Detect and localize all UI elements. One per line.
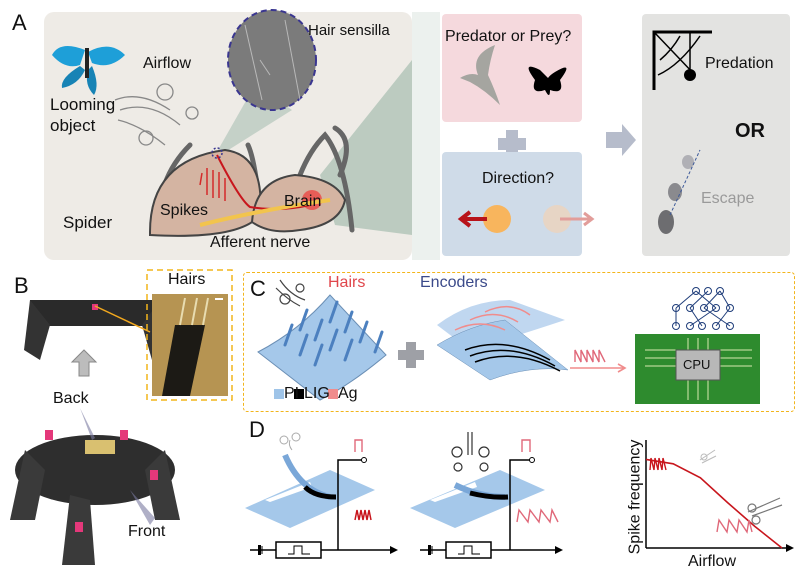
wind-icon-weak: [699, 449, 717, 464]
label-hair-sensilla: Hair sensilla: [308, 22, 390, 39]
wind-icon-strong: [747, 497, 783, 525]
label-looming: Looming: [50, 95, 116, 114]
label-hairs-inset: Hairs: [168, 271, 206, 288]
sparse-spikes-icon: [716, 518, 753, 534]
panel-letter-a: A: [12, 10, 27, 35]
dense-spikes-icon: [649, 457, 667, 471]
up-arrow-icon: [70, 349, 98, 377]
front-pointer: [130, 490, 155, 525]
plus-icon: [498, 130, 526, 158]
x-axis-arrow: [786, 544, 794, 552]
label-predation: Predation: [705, 55, 774, 72]
panel-c-dashed-box: [243, 272, 795, 412]
legend-label-ag: Ag: [338, 385, 358, 402]
faded-stimulus-icon: [543, 205, 571, 233]
ag-lines: [454, 306, 531, 331]
butterfly-silhouette-icon: [528, 66, 567, 95]
circuit-weak-airflow: [245, 432, 398, 559]
zoom-cone-right: [320, 60, 412, 235]
label-or: OR: [735, 120, 765, 142]
orange-stimulus-icon: [483, 205, 511, 233]
hair-array: [283, 300, 384, 367]
legend-swatch-lig: [294, 389, 304, 399]
label-hairs-c: Hairs: [328, 274, 366, 291]
label-predator-or-prey: Predator or Prey?: [445, 28, 572, 45]
panel-letter-c: C: [250, 276, 266, 301]
label-spikes: Spikes: [160, 202, 209, 219]
label-encoders: Encoders: [420, 274, 488, 291]
hair-sensilla-image: [227, 9, 317, 111]
wind-icon: [275, 279, 306, 307]
label-spider: Spider: [63, 213, 113, 232]
direction-box: [442, 152, 582, 256]
legend-swatch-pi: [274, 389, 284, 399]
signal-arrow-icon: [570, 363, 627, 373]
right-arrow-icon: [560, 211, 595, 227]
robot-front-view-image: [10, 430, 180, 565]
chart-x-label: Airflow: [688, 553, 737, 570]
label-brain: Brain: [284, 193, 322, 210]
predator-prey-box: [442, 14, 582, 122]
lig-lines: [464, 343, 561, 372]
label-airflow: Airflow: [143, 55, 192, 72]
left-arrow-icon: [457, 210, 487, 228]
zoom-cone-panel: [412, 12, 440, 260]
panel-letter-d: D: [249, 417, 265, 442]
legend-swatch-ag: [328, 389, 338, 399]
hairs-inset-box: [146, 269, 233, 401]
panel-letter-b: B: [14, 273, 29, 298]
back-pointer: [80, 408, 95, 440]
chart-y-label: Spike frequency: [626, 439, 644, 555]
spike-train-c: [574, 349, 606, 363]
legend-label-lig: LIG: [304, 385, 330, 402]
airflow-swirls-icon: [114, 83, 199, 146]
cpu-chip: [675, 349, 721, 381]
neural-network-icon: [672, 287, 734, 330]
legend-label-pi: PI: [284, 385, 300, 402]
plus-icon-c: [398, 342, 424, 368]
butterfly-icon: [52, 46, 125, 95]
label-object: object: [50, 116, 96, 135]
spider-web-icon: [652, 30, 712, 90]
escaping-spiders-icon: [658, 149, 701, 234]
flow-arrow-icon: [606, 124, 636, 156]
scale-bar: [215, 298, 223, 300]
label-cpu: CPU: [683, 357, 711, 372]
label-back: Back: [53, 390, 89, 407]
spike-frequency-curve: [645, 458, 783, 549]
hanging-spider-icon: [684, 69, 696, 81]
label-direction: Direction?: [482, 170, 555, 187]
label-afferent-nerve: Afferent nerve: [210, 234, 311, 251]
circuit-strong-airflow: [410, 432, 563, 559]
spider-illustration: [149, 125, 355, 237]
label-escape: Escape: [701, 190, 755, 207]
label-front: Front: [128, 523, 166, 540]
spike-frequency-chart: [645, 440, 794, 552]
bird-icon: [460, 45, 500, 105]
